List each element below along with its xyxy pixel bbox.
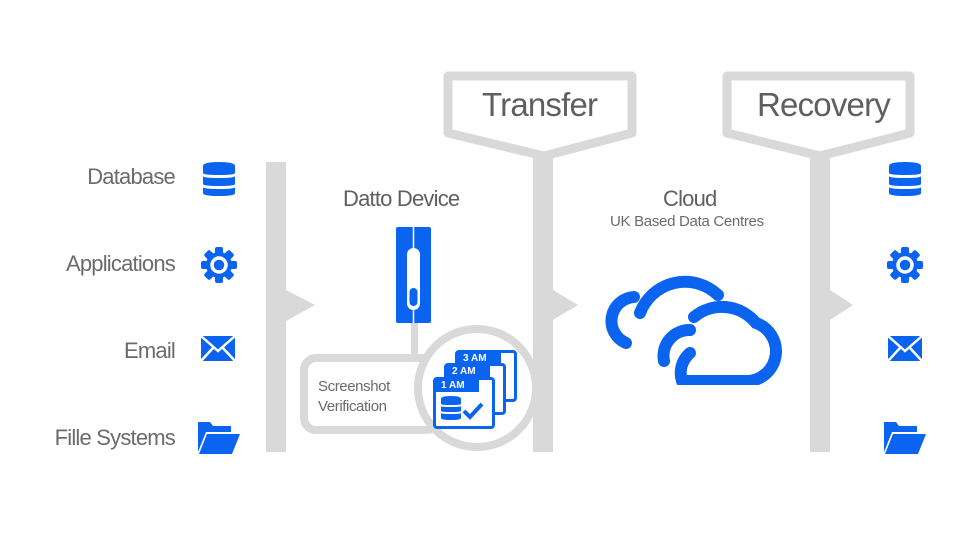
- verification-label-line1: Screenshot: [318, 378, 390, 395]
- snapshot-time-2am: 2 AM: [447, 366, 490, 378]
- transfer-label: Transfer: [482, 86, 598, 123]
- recovery-callout-frame: [722, 71, 915, 161]
- source-label-database: Database: [87, 164, 176, 189]
- transfer-bar-arrow: [533, 152, 578, 452]
- recovery-label: Recovery: [757, 86, 891, 123]
- cloud-title: Cloud: [663, 186, 717, 211]
- recovery-bar-arrow: [810, 152, 853, 452]
- folder-icon: [198, 422, 240, 454]
- source-label-file-systems: Fille Systems: [54, 425, 176, 450]
- checkmark-icon: [462, 402, 484, 420]
- snapshot-time-3am: 3 AM: [458, 353, 501, 365]
- recovered-database-icon: [889, 162, 921, 196]
- source-label-applications: Applications: [65, 251, 176, 276]
- database-icon: [203, 162, 235, 196]
- verified-database-icon: [441, 396, 484, 420]
- device-title: Datto Device: [343, 186, 460, 211]
- datto-device-icon: [396, 227, 431, 323]
- recovered-envelope-icon: [887, 335, 923, 362]
- device-connector-line: [411, 322, 418, 358]
- snapshot-time-1am: 1 AM: [436, 380, 479, 392]
- envelope-icon: [200, 335, 236, 362]
- source-bracket-arrow: [266, 162, 315, 452]
- source-label-email: Email: [123, 338, 176, 363]
- verification-label: Screenshot Verification: [318, 377, 390, 417]
- snapshot-card-1am: 1 AM: [433, 377, 495, 429]
- recovered-folder-icon: [884, 422, 926, 454]
- transfer-callout-frame: [443, 71, 637, 161]
- cloud-subtitle: UK Based Data Centres: [610, 213, 764, 230]
- gear-icon: [201, 247, 237, 283]
- verification-label-line2: Verification: [318, 398, 387, 415]
- cloud-icon: [605, 275, 782, 385]
- recovered-gear-icon: [887, 247, 923, 283]
- snapshot-stack: 3 AM 2 AM 1 AM: [433, 350, 523, 430]
